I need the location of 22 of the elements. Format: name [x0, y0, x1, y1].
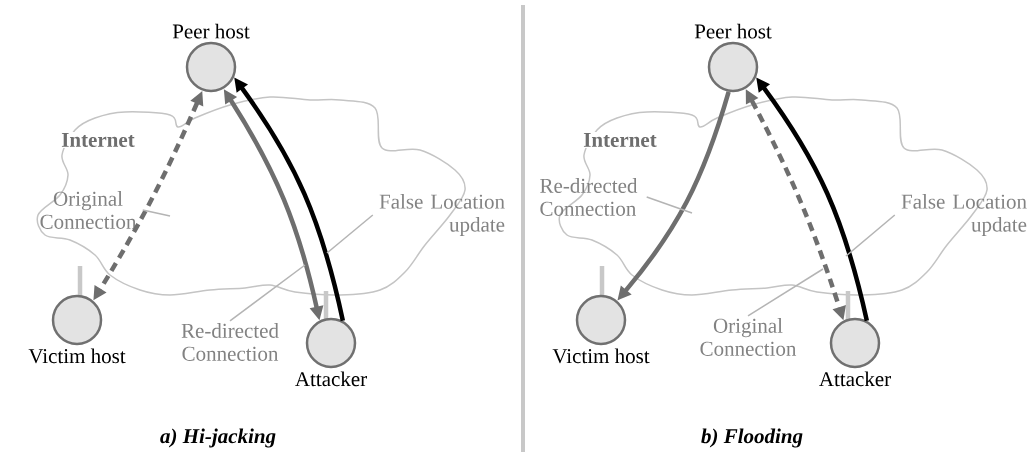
node-label: Peer host [694, 23, 772, 39]
node-label: Victim host [28, 348, 126, 364]
leader-line [141, 209, 171, 217]
caption: a) Hi-jacking [158, 427, 278, 449]
cloud-label: Internet [582, 132, 658, 148]
callout-label: Re-directed Connection [181, 323, 279, 361]
callout-label: Original Connection [700, 318, 797, 356]
node-label: Attacker [819, 371, 891, 387]
callout-label: False Location update [379, 194, 505, 236]
leader-line [645, 196, 693, 214]
cloud-label: Internet [60, 132, 136, 148]
leader-line [747, 268, 824, 317]
caption: b) Flooding [699, 427, 805, 449]
leader-line [229, 264, 306, 322]
callout-label: Original Connection [40, 191, 137, 229]
node-label: Peer host [172, 23, 250, 39]
leader-line [326, 214, 374, 254]
node-label: Victim host [552, 348, 650, 364]
node-label: Attacker [295, 371, 367, 387]
leader-line [845, 214, 896, 257]
callout-label: False Location update [901, 194, 1027, 236]
callout-label: Re-directed Connection [540, 178, 638, 216]
